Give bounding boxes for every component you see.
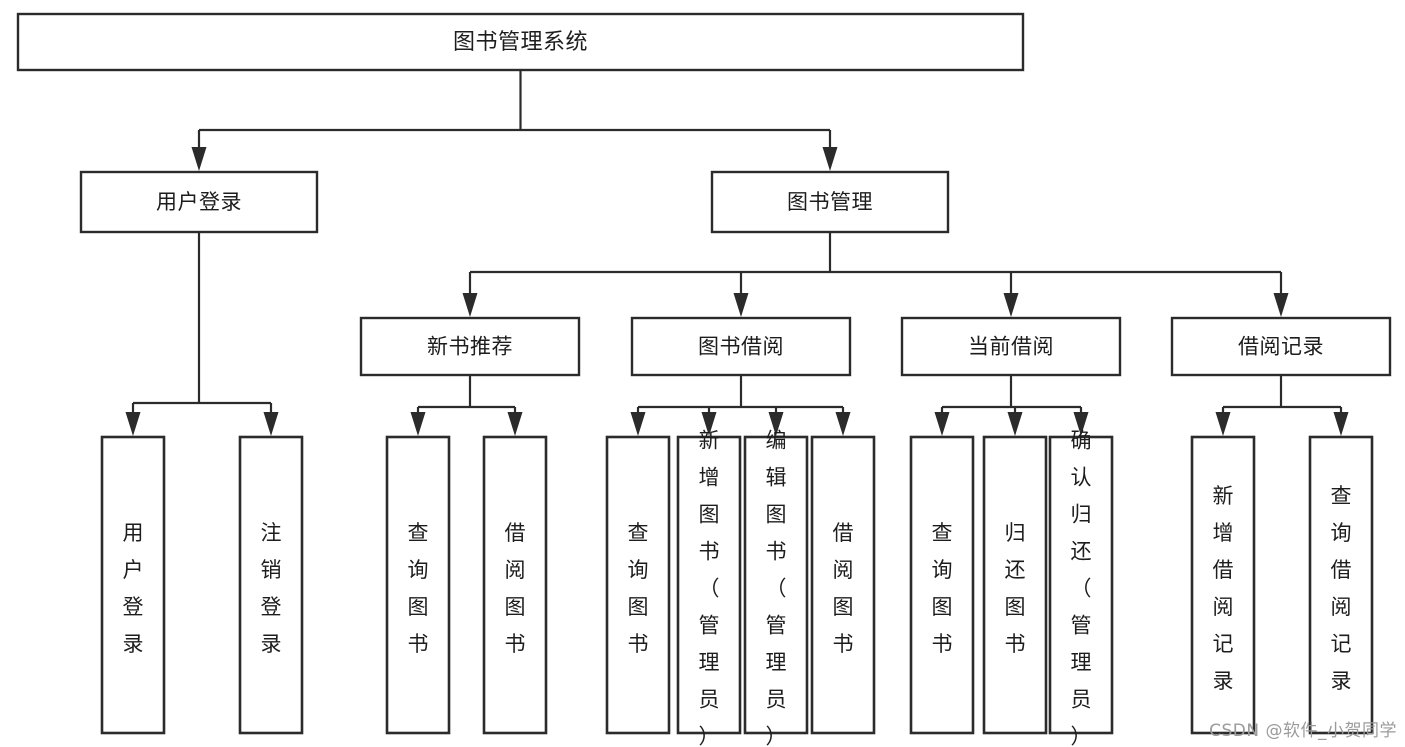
node-borrow-record[interactable]: 借阅记录: [1170, 316, 1392, 377]
node-label: 借阅图书: [505, 521, 526, 656]
node-label: 新增图书（管理员）: [699, 428, 720, 747]
node-box[interactable]: [630, 316, 852, 377]
node-leaf-br-add[interactable]: 新增借阅记录: [1190, 435, 1256, 735]
arrow-head-icon: [1333, 412, 1349, 436]
arrow-head-icon: [934, 412, 950, 436]
connector-group-current-borrow: [934, 375, 1089, 436]
csdn-watermark: CSDN @软件_小贺同学: [1209, 721, 1397, 741]
node-leaf-rec-borrow[interactable]: 借阅图书: [482, 435, 548, 735]
node-leaf-user-logout[interactable]: 注销登录: [238, 435, 304, 735]
node-leaf-bb-borrow[interactable]: 借阅图书: [810, 435, 876, 735]
node-label: 新书推荐: [427, 335, 513, 359]
node-box[interactable]: [1308, 435, 1374, 735]
node-root[interactable]: 图书管理系统: [16, 12, 1025, 72]
arrow-head-icon: [410, 412, 426, 436]
node-box[interactable]: [79, 170, 319, 234]
node-box[interactable]: [482, 435, 548, 735]
node-box[interactable]: [1170, 316, 1392, 377]
arrow-head-icon: [630, 412, 646, 436]
connector-group-book-manage: [462, 232, 1289, 317]
arrow-head-icon: [822, 147, 838, 171]
node-leaf-cb-search[interactable]: 查询图书: [909, 435, 975, 735]
arrow-head-icon: [1273, 293, 1289, 317]
node-label: 编辑图书（管理员）: [766, 428, 787, 747]
node-label: 借阅记录: [1238, 335, 1324, 359]
node-label: 查询图书: [628, 521, 649, 656]
node-label: 查询图书: [408, 521, 429, 656]
node-current-borrow[interactable]: 当前借阅: [900, 316, 1122, 377]
node-leaf-cb-confirm[interactable]: 确认归还（管理员）: [1048, 428, 1114, 747]
node-book-manage[interactable]: 图书管理: [710, 170, 950, 234]
node-label: 新增借阅记录: [1213, 484, 1234, 693]
node-book-borrow[interactable]: 图书借阅: [630, 316, 852, 377]
node-box[interactable]: [1048, 435, 1114, 735]
arrow-head-icon: [125, 412, 141, 436]
node-box[interactable]: [359, 316, 581, 377]
node-leaf-rec-search[interactable]: 查询图书: [385, 435, 451, 735]
arrow-head-icon: [835, 412, 851, 436]
node-box[interactable]: [743, 435, 809, 735]
node-leaf-bb-add[interactable]: 新增图书（管理员）: [676, 428, 742, 747]
node-label: 图书管理: [787, 190, 873, 214]
node-leaf-cb-return[interactable]: 归还图书: [982, 435, 1048, 735]
arrow-head-icon: [1073, 412, 1089, 436]
node-box[interactable]: [1190, 435, 1256, 735]
node-label: 注销登录: [261, 521, 282, 656]
node-label: 用户登录: [123, 521, 144, 656]
arrow-head-icon: [701, 412, 717, 436]
node-user-login[interactable]: 用户登录: [79, 170, 319, 234]
arrow-head-icon: [462, 293, 478, 317]
node-leaf-bb-edit[interactable]: 编辑图书（管理员）: [743, 428, 809, 747]
connector-group-borrow-record: [1215, 375, 1349, 436]
node-box[interactable]: [982, 435, 1048, 735]
arrow-head-icon: [1003, 293, 1019, 317]
arrow-head-icon: [733, 293, 749, 317]
node-layer: 图书管理系统用户登录图书管理新书推荐图书借阅当前借阅借阅记录用户登录注销登录查询…: [16, 12, 1392, 747]
node-label: 确认归还（管理员）: [1071, 428, 1092, 747]
arrow-head-icon: [191, 147, 207, 171]
node-box[interactable]: [100, 435, 166, 735]
node-label: 查询图书: [932, 521, 953, 656]
node-box[interactable]: [238, 435, 304, 735]
node-new-book-rec[interactable]: 新书推荐: [359, 316, 581, 377]
node-box[interactable]: [676, 435, 742, 735]
connector-group-book-borrow: [630, 375, 851, 436]
arrow-head-icon: [1007, 412, 1023, 436]
node-label: 图书管理系统: [453, 30, 588, 55]
node-label: 图书借阅: [698, 335, 784, 359]
node-label: 用户登录: [156, 190, 242, 214]
connector-layer: [125, 70, 1349, 436]
node-leaf-bb-search[interactable]: 查询图书: [605, 435, 671, 735]
node-label: 借阅图书: [833, 521, 854, 656]
node-label: 归还图书: [1005, 521, 1026, 656]
arrow-head-icon: [507, 412, 523, 436]
arrow-head-icon: [263, 412, 279, 436]
node-label: 查询借阅记录: [1331, 484, 1352, 693]
arrow-head-icon: [1215, 412, 1231, 436]
node-leaf-br-search[interactable]: 查询借阅记录: [1308, 435, 1374, 735]
connector-group-root: [191, 70, 838, 171]
node-box[interactable]: [810, 435, 876, 735]
node-box[interactable]: [16, 12, 1025, 72]
arrow-head-icon: [768, 412, 784, 436]
node-box[interactable]: [909, 435, 975, 735]
node-box[interactable]: [900, 316, 1122, 377]
connector-group-user-login: [125, 232, 279, 436]
connector-group-new-book-rec: [410, 375, 523, 436]
node-box[interactable]: [710, 170, 950, 234]
node-box[interactable]: [605, 435, 671, 735]
node-leaf-user-login[interactable]: 用户登录: [100, 435, 166, 735]
node-label: 当前借阅: [968, 335, 1054, 359]
node-box[interactable]: [385, 435, 451, 735]
